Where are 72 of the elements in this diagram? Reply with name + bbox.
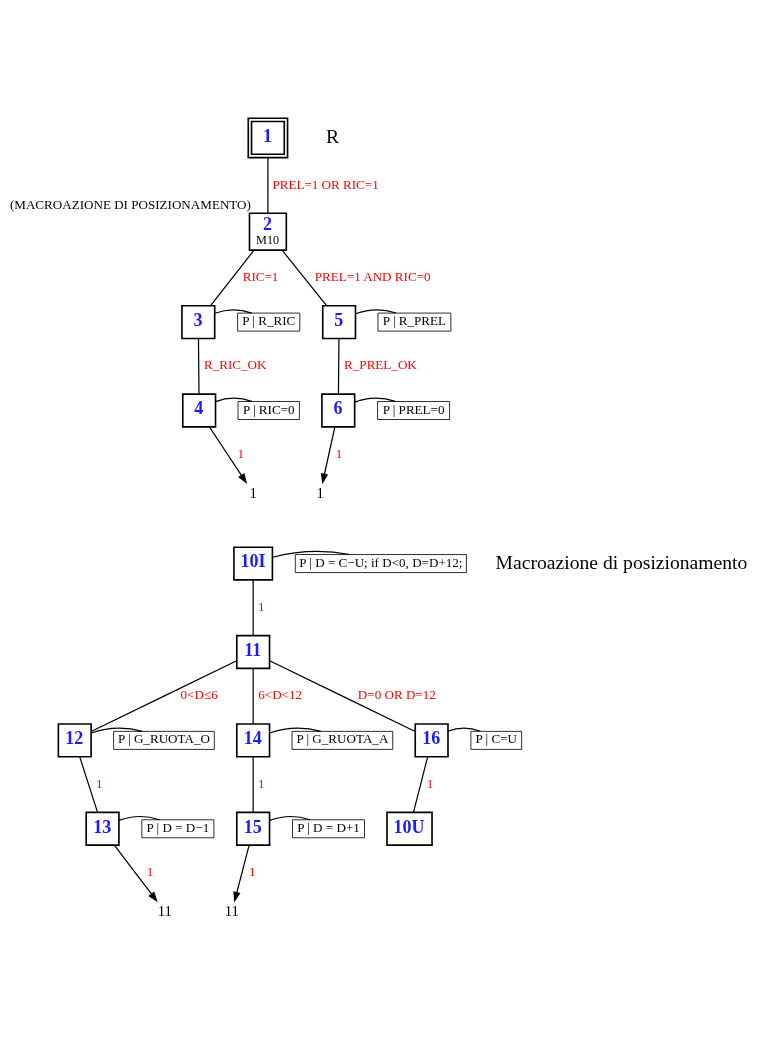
- connector: [209, 249, 255, 307]
- node-box: P | D = D−1: [141, 819, 215, 839]
- edge-label: 1: [237, 445, 245, 461]
- edge-label: R_RIC_OK: [203, 357, 267, 373]
- node-box: 13: [85, 811, 120, 846]
- edge-label: 1: [258, 775, 265, 791]
- node-box: P | G_RUOTA_O: [113, 730, 215, 750]
- connector: [197, 338, 200, 395]
- connector: [272, 550, 351, 558]
- connector: [79, 756, 99, 813]
- connector: [269, 815, 311, 821]
- node-box: P | D = C−U; if D<0, D=D+12;: [294, 554, 467, 573]
- connector: [252, 756, 254, 813]
- node-box: 2 M10: [248, 212, 288, 251]
- connector: [118, 815, 161, 821]
- edge-label: 1: [249, 864, 256, 880]
- node-box: 10U: [386, 811, 433, 846]
- node-box: 5: [321, 304, 357, 340]
- arrow: [233, 844, 250, 903]
- node-label: (MACROAZIONE DI POSIZIONAMENTO): [9, 196, 251, 212]
- edge-label: 1: [335, 445, 343, 461]
- connector: [354, 309, 397, 315]
- connector: [215, 397, 253, 403]
- node-box: 11: [236, 634, 271, 670]
- node-box: 3: [181, 304, 216, 340]
- node-text: 11: [157, 902, 172, 919]
- node-box: P | D = D+1: [292, 819, 365, 839]
- node-text: 11: [224, 902, 239, 919]
- node-box: P | R_RIC: [237, 312, 301, 332]
- node-box: 10I: [233, 546, 274, 581]
- node-box: 12: [57, 723, 92, 758]
- edge-label: 1: [426, 775, 434, 791]
- edge-label: 1: [96, 775, 103, 791]
- edge-label: 1: [146, 864, 154, 880]
- edge-label: PREL=1 OR RIC=1: [272, 176, 379, 192]
- edge-label: 6<D<12: [258, 687, 303, 703]
- edge-label: PREL=1 AND RIC=0: [314, 269, 431, 284]
- edge-label: D=0 OR D=12: [357, 687, 436, 703]
- node-box: P | RIC=0: [237, 401, 300, 420]
- connector: [90, 660, 238, 733]
- node-box: P | R_PREL: [377, 312, 452, 332]
- arrow: [320, 426, 336, 485]
- node-box: 14: [236, 723, 271, 758]
- connector: [354, 397, 396, 403]
- label: R: [326, 124, 340, 147]
- node-box: 4: [181, 393, 217, 428]
- arrow: [113, 844, 158, 903]
- node-box: 16: [414, 723, 449, 758]
- edge-label: RIC=1: [242, 269, 279, 284]
- connector: [214, 309, 253, 314]
- label: Macroazione di posizionamento: [495, 550, 748, 573]
- connector: [412, 756, 429, 813]
- connector: [447, 727, 482, 732]
- edge-label: 0<D≤6: [180, 687, 218, 703]
- connector: [267, 157, 269, 214]
- node-text: 1: [316, 484, 324, 501]
- node-box: P | G_RUOTA_A: [291, 730, 394, 750]
- node-text: 1: [249, 484, 257, 501]
- connector: [252, 668, 254, 725]
- connector: [281, 249, 328, 307]
- arrow: [208, 426, 248, 484]
- node-box: P | C=U: [470, 730, 523, 750]
- edge-label: 1: [258, 598, 265, 614]
- edge-label: R_PREL_OK: [344, 357, 417, 373]
- connector: [337, 338, 340, 395]
- connector: [268, 727, 322, 734]
- connector: [269, 660, 416, 733]
- connector: [252, 579, 254, 636]
- connector: [90, 727, 143, 734]
- node-box: P | PREL=0: [377, 401, 451, 420]
- node-box: 15: [236, 811, 271, 846]
- node-box: 6: [321, 393, 356, 428]
